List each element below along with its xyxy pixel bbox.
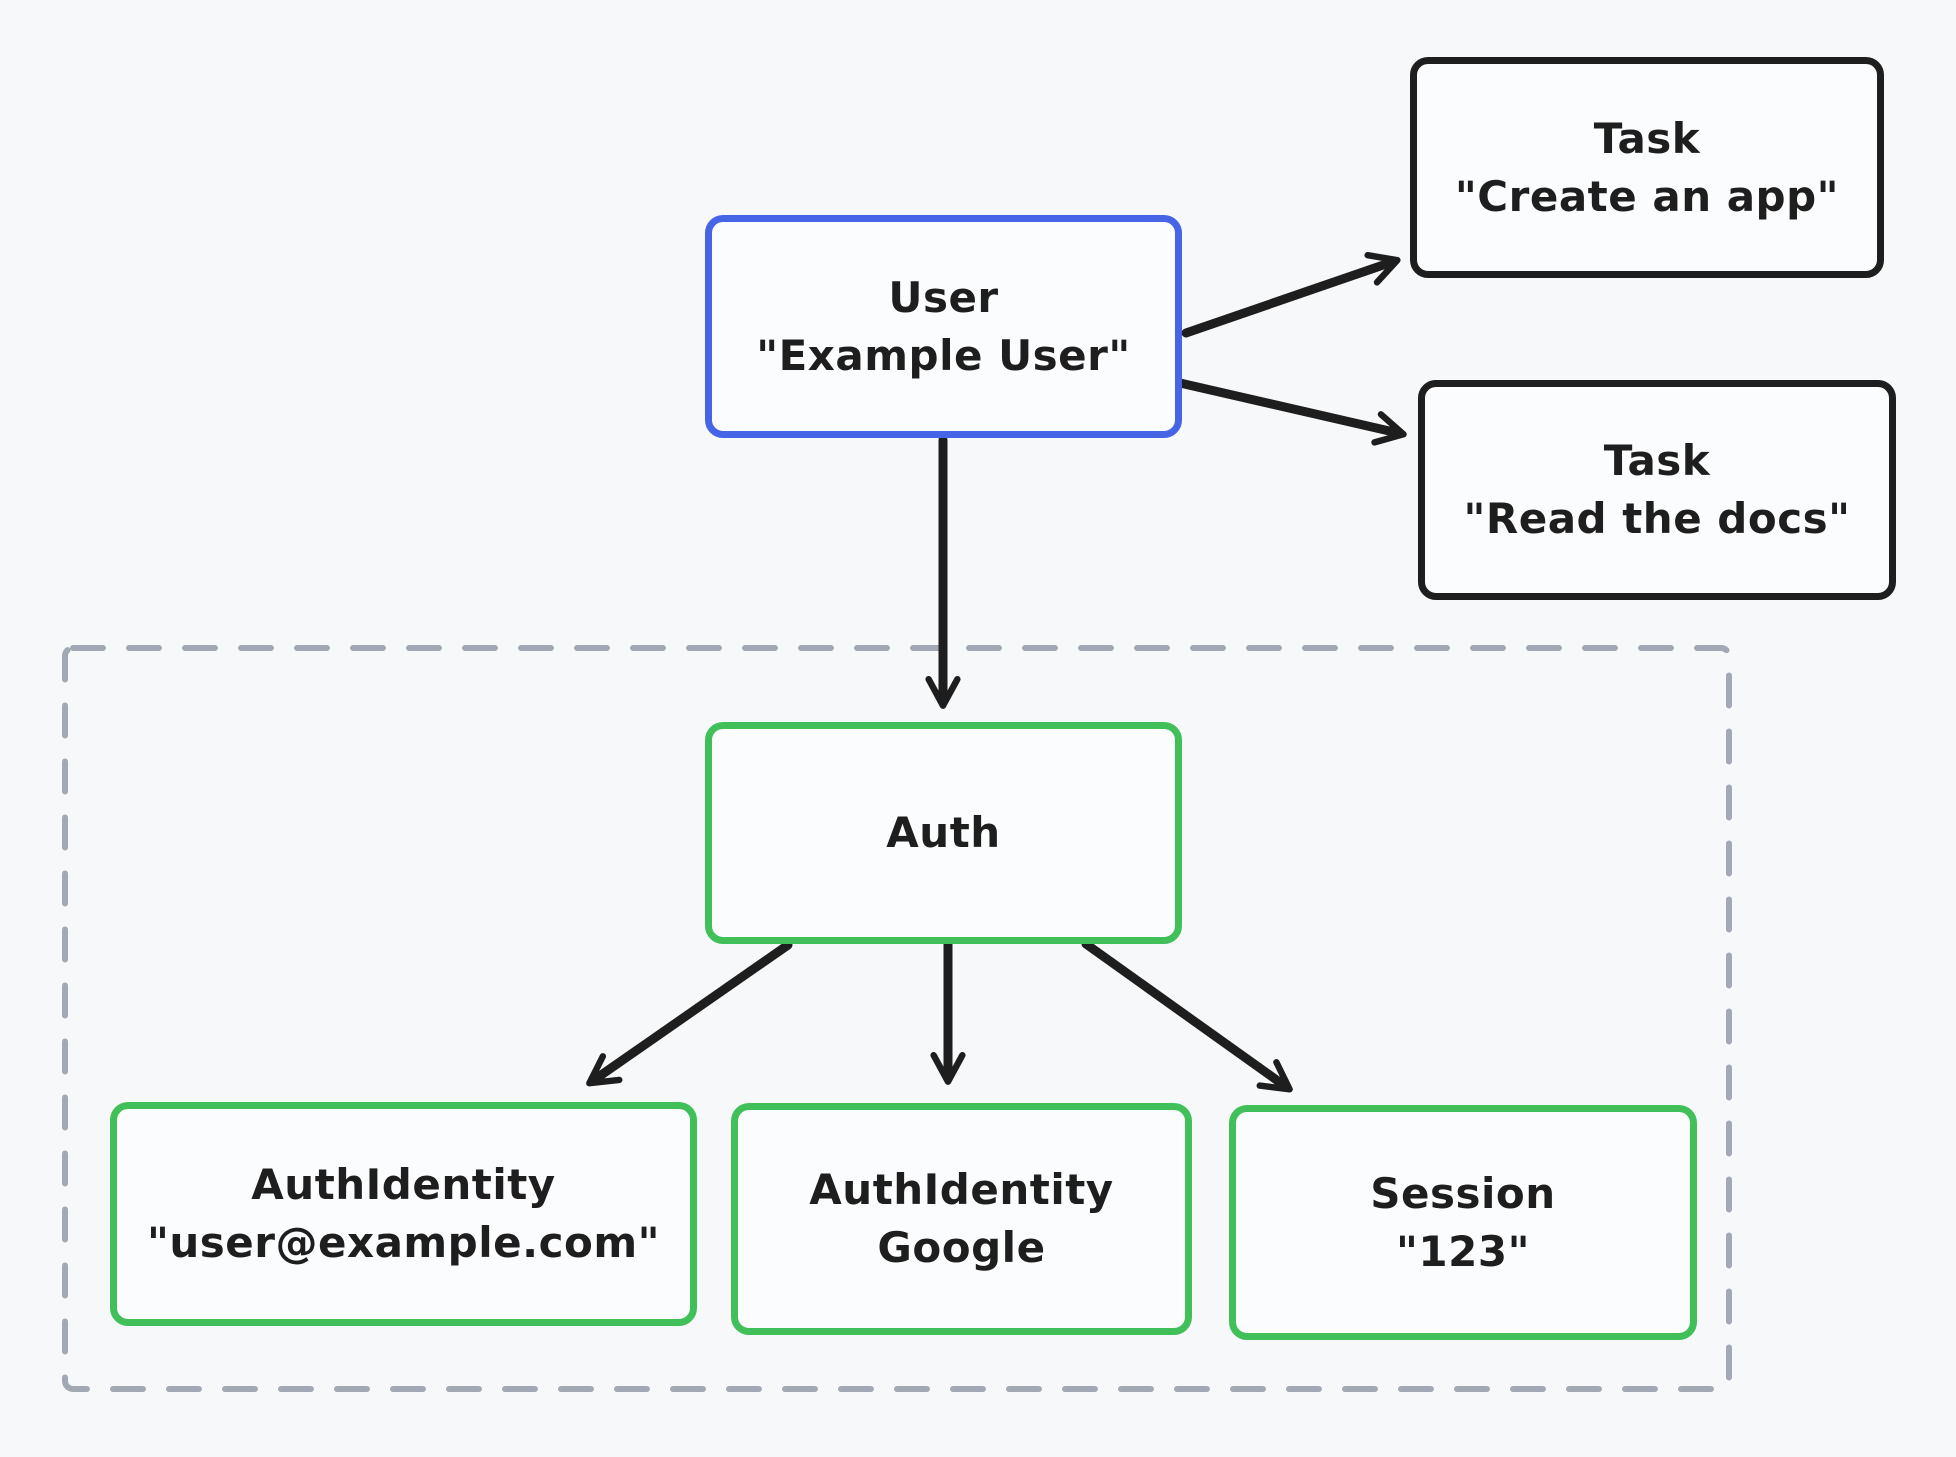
node-auth-identity-google-title: AuthIdentity (809, 1165, 1114, 1214)
node-auth-identity-email-subtitle: "user@example.com" (147, 1218, 660, 1267)
edge-user-to-task_create (1181, 251, 1401, 338)
edge-auth-to-session (1081, 939, 1293, 1093)
node-auth-identity-google: AuthIdentity Google (731, 1103, 1192, 1335)
node-session: Session "123" (1229, 1105, 1697, 1340)
node-task-read-title: Task (1603, 436, 1711, 485)
edge-user-to-task_read (1175, 378, 1407, 446)
node-task-read-subtitle: "Read the docs" (1463, 494, 1851, 543)
node-session-subtitle: "123" (1396, 1226, 1530, 1276)
node-auth-identity-google-subtitle: Google (877, 1223, 1046, 1272)
node-task-create-title: Task (1593, 113, 1701, 163)
node-task-create: Task "Create an app" (1410, 57, 1884, 278)
node-auth: Auth (705, 722, 1182, 944)
node-user-title: User (888, 272, 999, 322)
edge-auth-to-auth_identity_email (586, 940, 793, 1087)
node-task-create-subtitle: "Create an app" (1454, 171, 1840, 221)
node-auth-title: Auth (886, 808, 1001, 857)
node-session-title: Session (1370, 1168, 1556, 1218)
node-auth-identity-email-title: AuthIdentity (251, 1160, 556, 1209)
node-auth-identity-email: AuthIdentity "user@example.com" (110, 1102, 697, 1326)
node-user: User "Example User" (705, 215, 1182, 438)
node-task-read: Task "Read the docs" (1418, 380, 1896, 600)
node-user-subtitle: "Example User" (756, 330, 1131, 380)
